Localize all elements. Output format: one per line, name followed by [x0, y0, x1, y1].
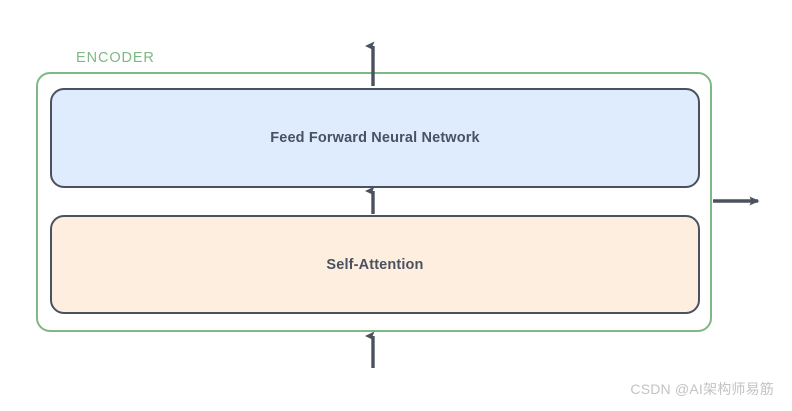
self-attention-block: Self-Attention	[50, 215, 700, 314]
watermark: CSDN @AI架构师易筋	[630, 381, 774, 397]
encoder-label: ENCODER	[76, 50, 155, 66]
feed-forward-block: Feed Forward Neural Network	[50, 88, 700, 188]
self-attention-block-label: Self-Attention	[326, 256, 424, 273]
feed-forward-block-label: Feed Forward Neural Network	[270, 130, 480, 146]
